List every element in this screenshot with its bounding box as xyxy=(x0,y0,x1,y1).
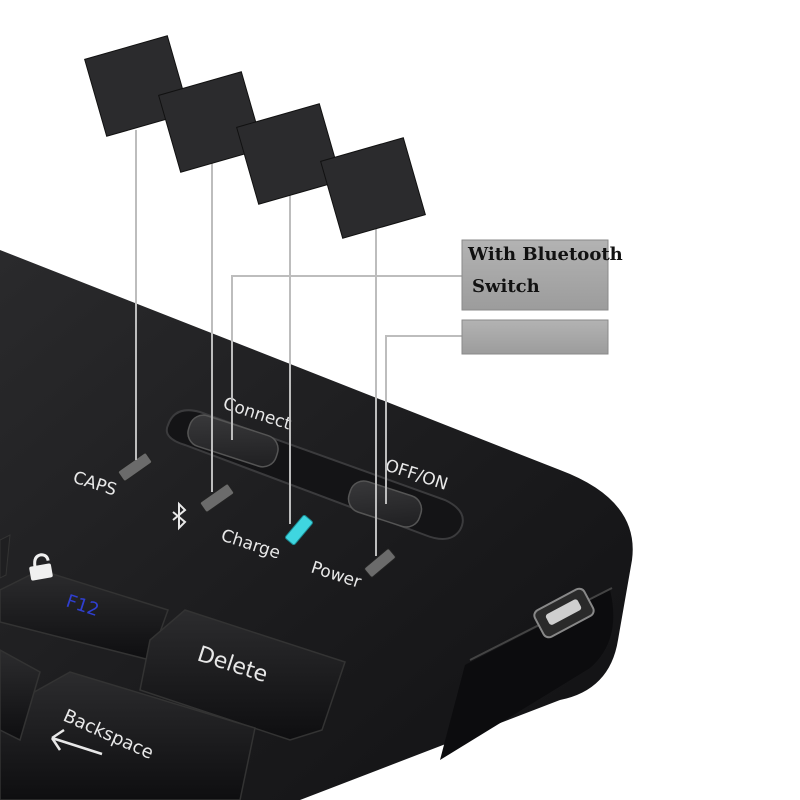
charge-led xyxy=(285,514,313,546)
key-top-edge[interactable] xyxy=(0,534,11,579)
bluetooth-icon xyxy=(172,501,187,531)
bluetooth-led xyxy=(199,483,235,513)
leader-lines xyxy=(135,130,462,556)
label-card-charge xyxy=(236,103,342,205)
callout-line-1: With Bluetooth xyxy=(468,244,623,265)
lock-icon xyxy=(29,553,53,581)
caps-led xyxy=(117,452,153,482)
key-delete[interactable]: Delete xyxy=(139,609,346,741)
leader-connect xyxy=(231,275,462,440)
key-left-edge[interactable] xyxy=(0,649,41,742)
label-card-power xyxy=(320,137,426,239)
power-led xyxy=(364,548,396,578)
off-on-callout xyxy=(461,319,609,355)
label-card-bluetooth xyxy=(158,71,264,173)
keyboard-side xyxy=(440,590,614,760)
connect-switch[interactable] xyxy=(184,412,281,471)
usb-port xyxy=(533,587,595,639)
left-arrow-icon xyxy=(50,728,103,756)
callout-line-2: Switch xyxy=(472,276,540,297)
leader-offon xyxy=(385,335,462,504)
bluetooth-switch-callout xyxy=(461,239,609,311)
key-backspace[interactable]: Backspace xyxy=(0,671,256,800)
